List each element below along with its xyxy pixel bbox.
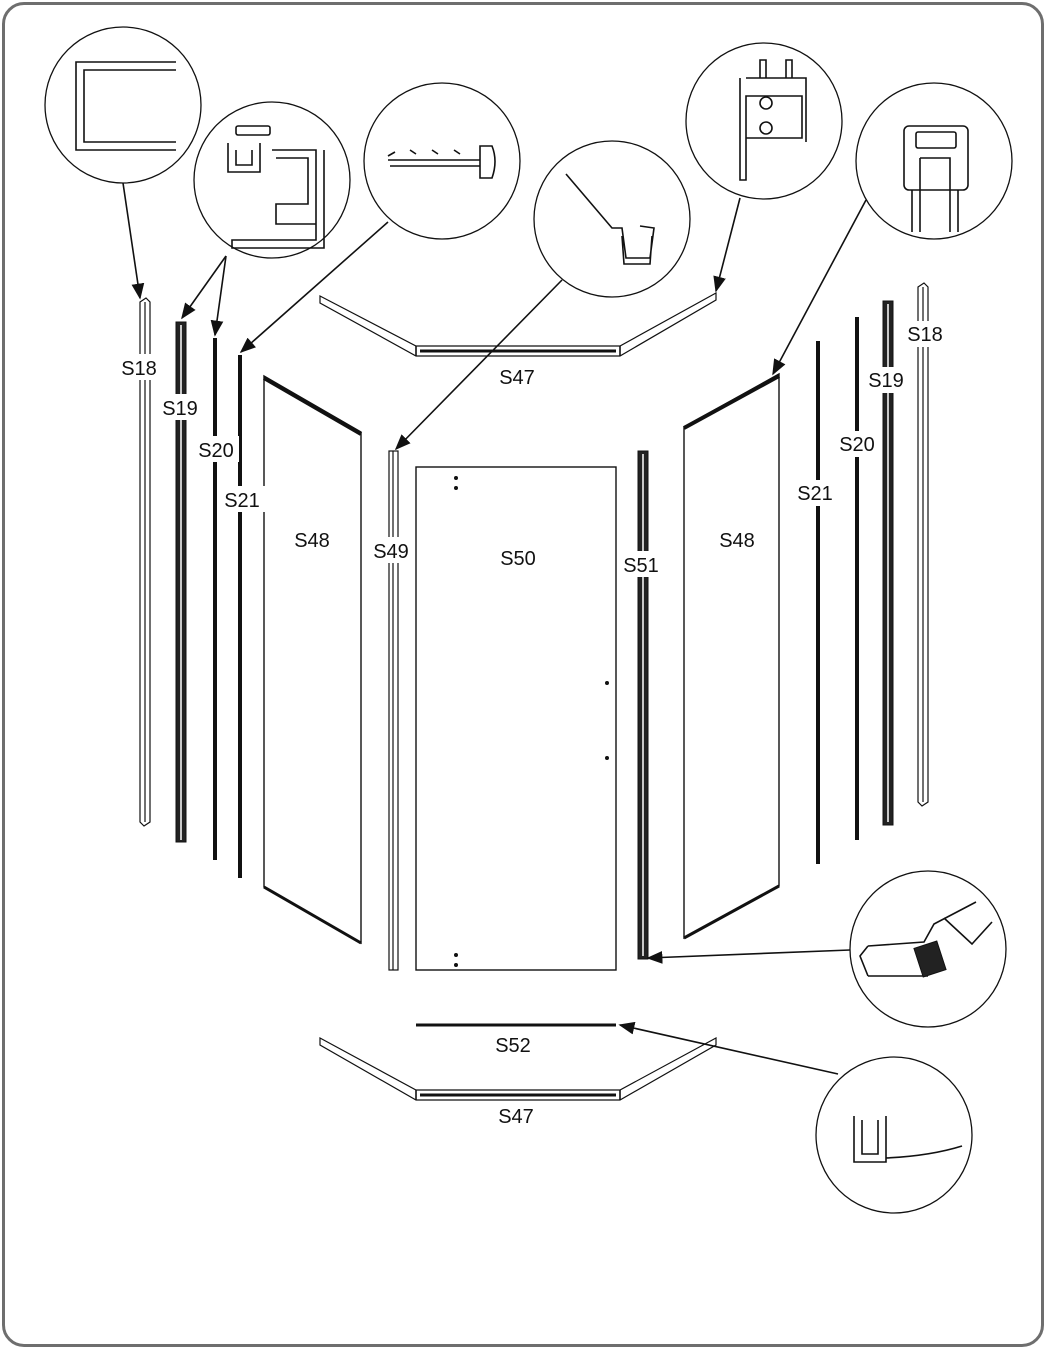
label-s20-right: S20 <box>839 434 875 456</box>
top-header-profile <box>319 291 717 357</box>
label-s48-right: S48 <box>719 530 755 552</box>
label-s21-right: S21 <box>797 483 833 505</box>
label-s19-left: S19 <box>162 398 198 420</box>
detail-circle-s51-profile <box>685 42 843 200</box>
label-s47-bottom: S47 <box>498 1106 534 1128</box>
door-panel <box>415 466 617 971</box>
s49-profile <box>388 450 399 971</box>
label-s21-left: S21 <box>224 490 260 512</box>
label-s49: S49 <box>373 541 409 563</box>
left-profile-s20 <box>213 338 217 860</box>
left-profile-s21 <box>238 355 242 878</box>
label-s47-top: S47 <box>499 367 535 389</box>
detail-circle-s19-s20 <box>193 101 351 259</box>
bottom-base-profile <box>319 1036 717 1101</box>
label-s51: S51 <box>623 555 659 577</box>
detail-circle-s51 <box>849 870 1007 1028</box>
left-glass-panel <box>263 374 362 945</box>
label-s20-left: S20 <box>198 440 234 462</box>
label-s48-left: S48 <box>294 530 330 552</box>
right-profile-s18 <box>917 282 929 807</box>
right-glass-panel <box>683 372 780 940</box>
label-s18-left: S18 <box>121 358 157 380</box>
detail-circle-s18 <box>44 26 202 184</box>
detail-circle-s21 <box>363 82 521 240</box>
detail-circle-s52 <box>815 1056 973 1214</box>
label-s52: S52 <box>495 1035 531 1057</box>
detail-circle-s48 <box>855 82 1013 240</box>
left-profile-s18 <box>139 297 151 827</box>
label-s50: S50 <box>500 548 536 570</box>
detail-circle-s49 <box>533 140 691 298</box>
s51-magnetic-seal <box>637 450 649 960</box>
label-s19-right: S19 <box>868 370 904 392</box>
label-s18-right: S18 <box>907 324 943 346</box>
right-profile-s21 <box>816 341 820 864</box>
right-profile-s20 <box>855 317 859 840</box>
